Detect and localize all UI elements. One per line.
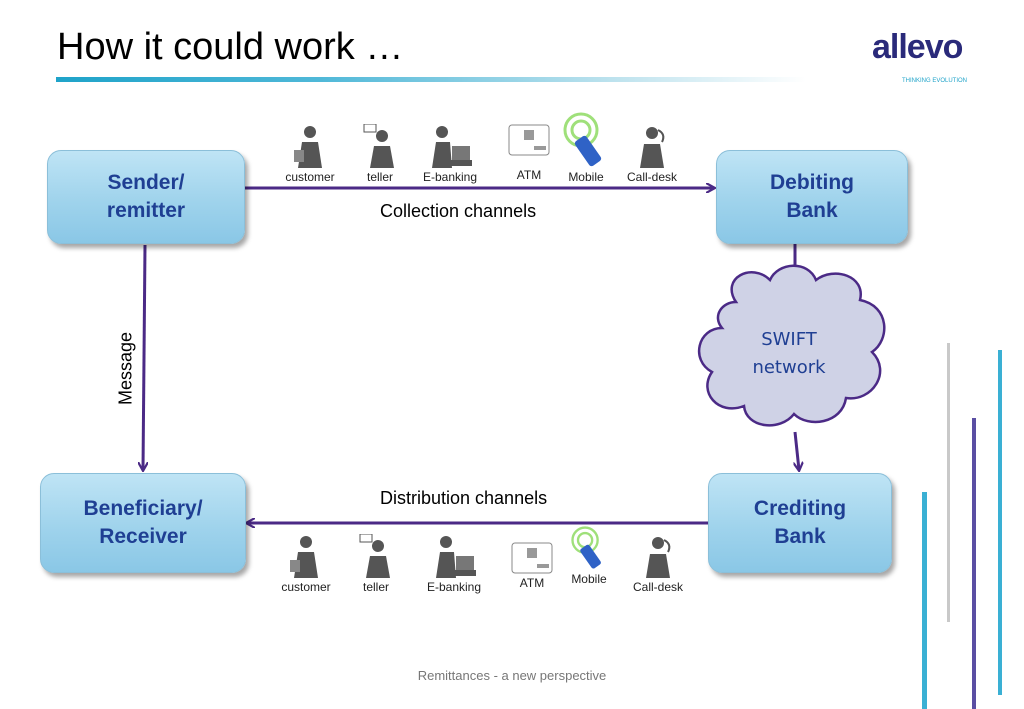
channel-caption: ATM [519, 576, 545, 590]
channel-caption: Call-desk [626, 170, 677, 184]
allevo-logo: allevo THINKING EVOLUTION [872, 28, 992, 92]
channel-call-desk: Call-desk [622, 124, 682, 184]
channel-caption: ATM [516, 168, 542, 182]
channel-customer: customer [276, 534, 336, 594]
channel-mobile: Mobile [556, 112, 616, 184]
footer-text: Remittances - a new perspective [417, 668, 607, 683]
customer-icon [294, 126, 322, 168]
atm-icon [508, 124, 550, 156]
beneficiary-label: Beneficiary/ Receiver [83, 497, 203, 548]
call-desk-icon [646, 537, 671, 578]
channel-caption: E-banking [422, 170, 478, 184]
debiting-bank-node: Debiting Bank [716, 150, 908, 244]
teller-icon [363, 124, 394, 168]
mobile-icon [563, 112, 602, 167]
teller-icon [359, 534, 390, 578]
channel-caption: Mobile [571, 572, 607, 586]
crediting-bank-label: Crediting Bank [753, 497, 847, 548]
channel-ebanking: E-banking [424, 534, 484, 594]
channel-mobile: Mobile [559, 526, 619, 586]
channel-teller: teller [350, 124, 410, 184]
customer-icon [290, 536, 318, 578]
channel-caption: customer [285, 170, 335, 184]
channel-caption: customer [281, 580, 331, 594]
channel-call-desk: Call-desk [628, 534, 688, 594]
channel-customer: customer [280, 124, 340, 184]
swift-network-label: SWIFT network [752, 329, 826, 378]
mobile-icon [571, 526, 601, 569]
channel-caption: E-banking [426, 580, 482, 594]
call-desk-icon [640, 127, 665, 168]
sender-label: Sender/ remitter [106, 171, 186, 222]
channel-caption: Mobile [568, 170, 604, 184]
swift-cloud-icon [697, 264, 886, 427]
logo-text: allevo [872, 28, 963, 66]
channel-caption: Call-desk [632, 580, 683, 594]
channel-ebanking: E-banking [420, 124, 480, 184]
atm-icon [511, 542, 553, 574]
beneficiary-receiver-node: Beneficiary/ Receiver [40, 473, 246, 573]
channel-caption: teller [362, 580, 389, 594]
ebanking-icon [436, 536, 476, 578]
ebanking-icon [432, 126, 472, 168]
distribution-channels-label: Distribution channels [380, 488, 548, 508]
swift-to-crediting-arrow [795, 431, 799, 470]
title-underline [56, 77, 806, 82]
collection-channels-label: Collection channels [380, 201, 537, 221]
logo-tagline: THINKING EVOLUTION [902, 78, 968, 84]
page-title: How it could work … [57, 26, 404, 68]
channel-atm: ATM [499, 124, 559, 182]
sender-remitter-node: Sender/ remitter [47, 150, 245, 244]
channel-teller: teller [346, 534, 406, 594]
debiting-bank-label: Debiting Bank [770, 171, 854, 222]
crediting-bank-node: Crediting Bank [708, 473, 892, 573]
message-arrow [143, 244, 145, 470]
channel-caption: teller [366, 170, 393, 184]
channel-atm: ATM [502, 542, 562, 590]
